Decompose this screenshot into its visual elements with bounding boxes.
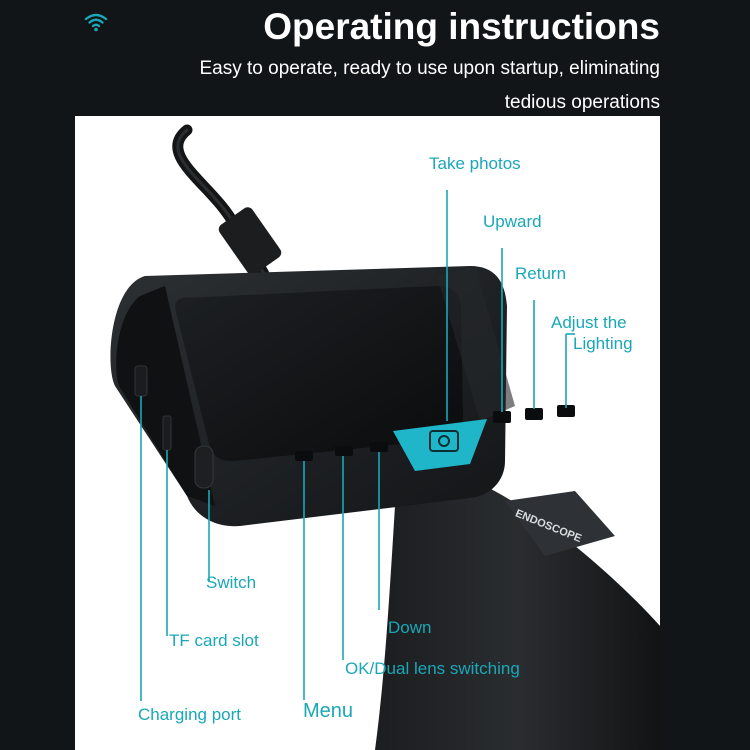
subtitle-line-2: tedious operations <box>504 92 660 113</box>
label-menu: Menu <box>303 700 354 722</box>
label-switch: Switch <box>206 573 257 592</box>
label-adjust-lighting-2: Lighting <box>573 334 633 353</box>
wifi-icon <box>84 13 108 32</box>
subtitle-line-1: Easy to operate, ready to use upon start… <box>199 58 661 79</box>
label-upward: Upward <box>483 212 542 231</box>
label-return: Return <box>515 264 567 283</box>
label-tf-card-slot: TF card slot <box>169 631 259 650</box>
endoscope-device-illustration: ENDOSCOPE <box>110 124 660 750</box>
label-down: Down <box>388 618 432 637</box>
label-charging-port: Charging port <box>138 705 242 724</box>
label-take-photos: Take photos <box>429 154 521 173</box>
label-adjust-lighting-1: Adjust the <box>551 313 627 332</box>
camera-icon <box>429 430 459 452</box>
page-title: Operating instructions <box>263 6 660 47</box>
label-ok-dual-lens: OK/Dual lens switching <box>345 659 520 678</box>
product-panel: ENDOSCOPE <box>75 116 660 750</box>
